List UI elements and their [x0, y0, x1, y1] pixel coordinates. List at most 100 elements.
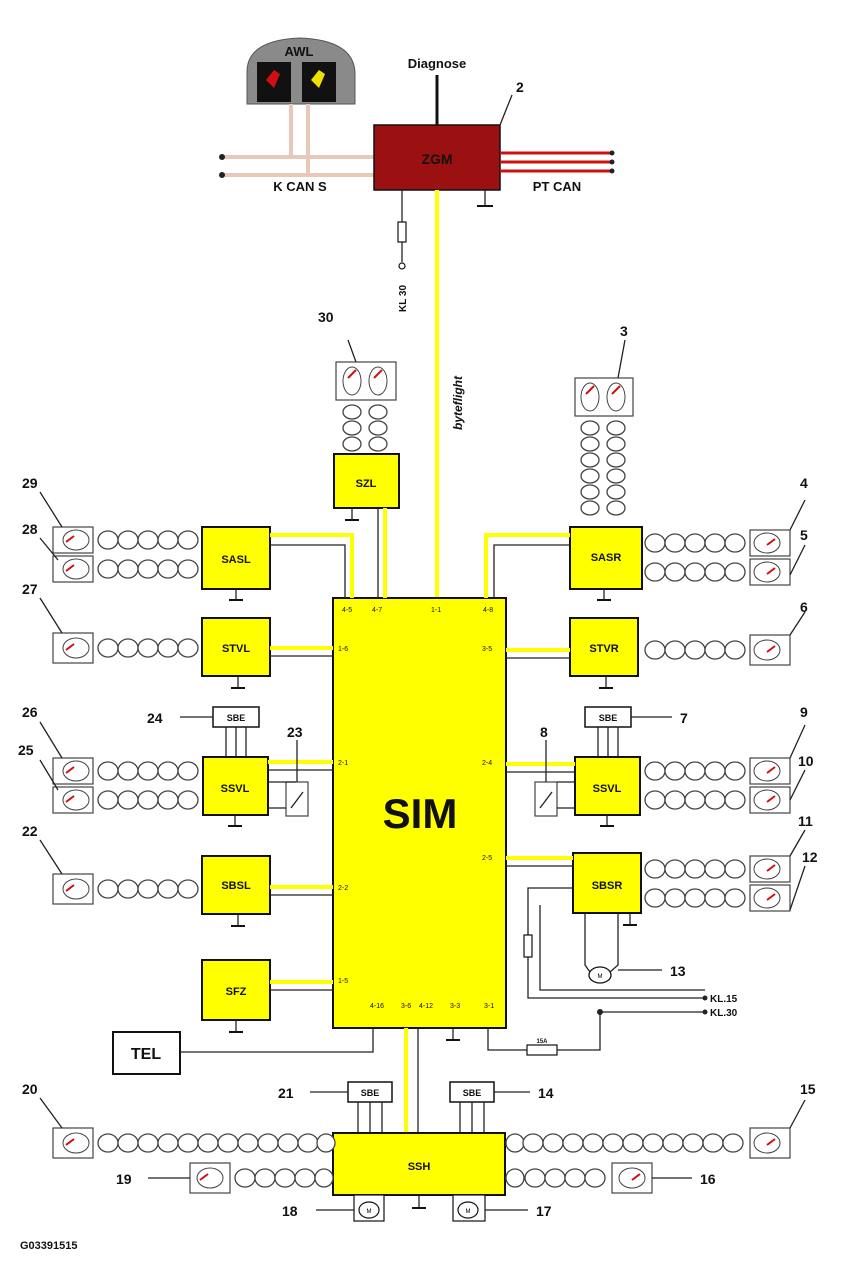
stvr-module — [569, 617, 639, 677]
sbe-24-label: SBE — [227, 713, 246, 723]
zgm-ground-icon — [477, 190, 493, 207]
callout-11-line — [789, 829, 806, 857]
awl-label: AWL — [285, 44, 314, 59]
sensor-20 — [52, 1127, 94, 1159]
svg-text:3-1: 3-1 — [484, 1003, 494, 1010]
kl30-top-label: KL 30 — [398, 285, 409, 312]
ssh-ground-icon — [412, 1195, 426, 1209]
sfz-label: SFZ — [226, 986, 247, 998]
number-30: 30 — [318, 309, 334, 325]
svg-text:1-5: 1-5 — [338, 978, 348, 985]
figure-id: G03391515 — [20, 1240, 78, 1252]
motor-17: M — [452, 1194, 486, 1222]
sensor-28 — [52, 555, 94, 583]
number-18: 18 — [282, 1203, 298, 1219]
sbsl-ground-icon — [231, 914, 245, 927]
svg-text:4-5: 4-5 — [342, 607, 352, 614]
chain-27 — [97, 638, 199, 658]
chain-4-5 — [644, 533, 746, 582]
seat-sensor-30 — [335, 361, 397, 401]
number-12: 12 — [802, 849, 818, 865]
tel-box — [112, 1031, 181, 1075]
sasr-bus — [484, 533, 570, 598]
ssh-label: SSH — [408, 1161, 431, 1173]
number-7: 7 — [680, 710, 688, 726]
pt-can-label: PT CAN — [533, 179, 581, 194]
number-21: 21 — [278, 1085, 294, 1101]
number-8: 8 — [540, 724, 548, 740]
svg-text:1-6: 1-6 — [338, 646, 348, 653]
chain-19 — [234, 1168, 334, 1188]
svg-text:4-12: 4-12 — [419, 1003, 433, 1010]
szl-label: SZL — [356, 478, 377, 490]
callout-5-line — [789, 544, 806, 576]
number-6: 6 — [800, 599, 808, 615]
byteflight-label: byteflight — [451, 375, 465, 430]
callout-4-line — [789, 499, 806, 531]
tel-label: TEL — [131, 1046, 161, 1063]
sasl-wire — [270, 544, 346, 598]
number-29: 29 — [22, 475, 38, 491]
switch-23 — [268, 781, 309, 817]
k-can-s-label: K CAN S — [273, 179, 327, 194]
chain-22 — [97, 879, 199, 899]
sbe-24-wires — [225, 727, 247, 757]
kl30-fuse — [397, 190, 407, 270]
number-27: 27 — [22, 581, 38, 597]
sensor-11 — [749, 855, 791, 883]
chain-3 — [580, 420, 626, 516]
callout-27-line — [39, 597, 63, 634]
callout-15-line — [789, 1099, 806, 1129]
sensor-6 — [749, 634, 791, 666]
number-14: 14 — [538, 1085, 554, 1101]
callout-9-line — [789, 724, 806, 759]
callout-26-line — [39, 721, 63, 759]
chain-15 — [505, 1133, 744, 1153]
motor-13: M — [584, 913, 619, 984]
sbsr-module — [572, 852, 642, 914]
sensor-15 — [749, 1127, 791, 1159]
sensor-29 — [52, 526, 94, 554]
wiring-diagram: AWL K CAN S Diagnose ZGM 2 PT CAN KL 30 — [18, 37, 818, 1222]
svg-text:3-5: 3-5 — [482, 646, 492, 653]
ssh-module — [332, 1132, 506, 1196]
svg-text:M: M — [598, 974, 603, 980]
kl15-label: KL.15 — [710, 994, 738, 1005]
sim-ground-icon — [446, 1028, 460, 1041]
number-22: 22 — [22, 823, 38, 839]
callout-3-line — [617, 339, 626, 379]
callout-10-line — [789, 769, 806, 801]
awl-display: AWL — [246, 37, 356, 105]
sbsr-ground-icon — [623, 913, 637, 926]
number-28: 28 — [22, 521, 38, 537]
zgm-module — [373, 124, 501, 191]
ssvl-right-ground-icon — [600, 815, 614, 827]
svg-text:3-3: 3-3 — [450, 1003, 460, 1010]
sasl-label: SASL — [221, 554, 251, 566]
number-16: 16 — [700, 1171, 716, 1187]
sensor-26 — [52, 757, 94, 785]
k-can-s-wires — [219, 104, 375, 178]
number-11: 11 — [798, 813, 813, 829]
sbe-14-wires — [459, 1102, 485, 1133]
sbe-21-wires — [357, 1102, 383, 1133]
stvl-ground-icon — [231, 676, 245, 689]
callout-25-line — [39, 759, 59, 791]
number-17: 17 — [536, 1203, 552, 1219]
callout-20-line — [39, 1097, 63, 1129]
svg-text:2-4: 2-4 — [482, 760, 492, 767]
ssvl-left-module — [202, 756, 269, 816]
callout-12-line — [789, 865, 806, 911]
chain-20 — [97, 1133, 336, 1153]
stvl-module — [201, 617, 271, 677]
number-10: 10 — [798, 753, 814, 769]
pt-can-wires — [500, 150, 615, 174]
stvr-ground-icon — [599, 676, 613, 689]
sim-module — [332, 597, 507, 1029]
chain-6 — [644, 640, 746, 660]
callout-2-line — [499, 94, 513, 126]
sasl-ground-icon — [229, 589, 243, 601]
sbsr-label: SBSR — [592, 880, 623, 892]
callout-29-line — [39, 491, 63, 528]
ssvl-right-label: SSVL — [593, 783, 622, 795]
